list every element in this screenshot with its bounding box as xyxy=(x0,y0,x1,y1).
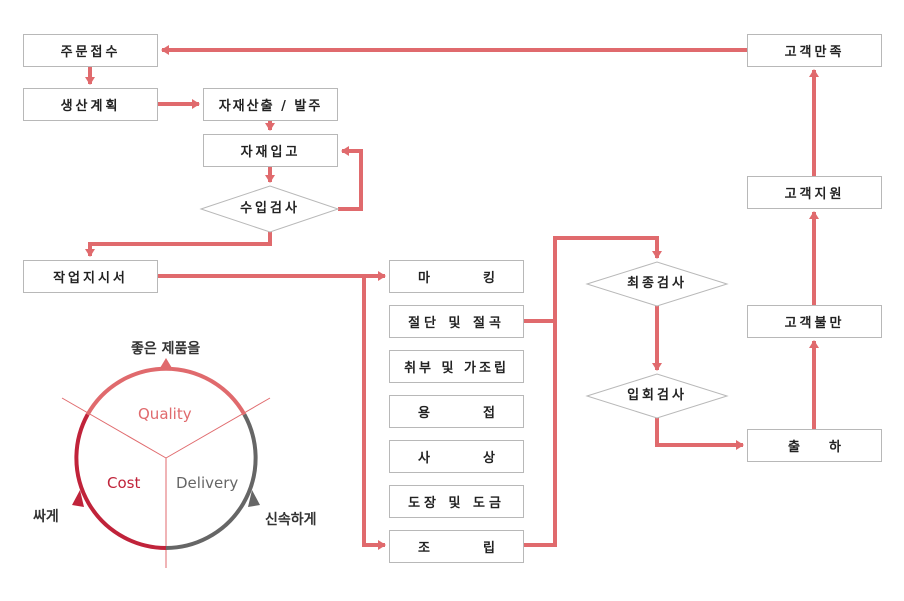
arrow-workorder-to-assembly xyxy=(362,276,386,550)
qcd-delivery-caption: 신속하게 xyxy=(265,512,317,528)
qcd-arrowhead-delivery xyxy=(248,490,260,507)
qcd-divider-left xyxy=(61,397,167,459)
step-welding-right: 접 xyxy=(483,406,495,421)
step-tacking-box: 취부 및 가조립 xyxy=(389,350,524,383)
qcd-quality-label: Quality xyxy=(138,405,192,423)
final-inspection-diamond xyxy=(585,261,729,307)
step-cutting-label: 절단 및 절곡 xyxy=(408,316,505,331)
arrow-assembly-to-final xyxy=(523,236,662,547)
step-grinding-left: 사 xyxy=(418,451,430,466)
qcd-arc-delivery xyxy=(165,413,258,550)
customer-complaint-label: 고객불만 xyxy=(784,316,845,331)
customer-satisfaction-label: 고객만족 xyxy=(784,45,845,60)
qcd-diagram xyxy=(61,358,271,568)
work-order-label: 작업지시서 xyxy=(53,271,128,286)
qcd-quality-caption: 좋은 제품을 xyxy=(131,341,201,357)
step-assembly-right: 립 xyxy=(483,541,495,556)
step-grinding-right: 상 xyxy=(483,451,495,466)
customer-support-label: 고객지원 xyxy=(784,187,845,202)
qcd-arc-quality xyxy=(85,366,247,416)
arrow-witness-to-shipping xyxy=(655,418,744,450)
material-in-box: 자재입고 xyxy=(203,134,338,167)
step-marking-box: 마 킹 xyxy=(389,260,524,293)
order-receipt-box: 주문접수 xyxy=(23,34,158,67)
step-marking-right: 킹 xyxy=(483,271,495,286)
witness-inspection-diamond xyxy=(585,373,729,419)
step-marking-left: 마 xyxy=(418,271,430,286)
qcd-cost-caption: 싸게 xyxy=(33,509,59,525)
shipping-box: 출 하 xyxy=(747,429,882,462)
step-tacking-label: 취부 및 가조립 xyxy=(404,361,509,376)
arrow-inspection-loop xyxy=(338,146,363,211)
step-cutting-box: 절단 및 절곡 xyxy=(389,305,524,338)
step-painting-label: 도장 및 도금 xyxy=(408,496,505,511)
qcd-arc-cost xyxy=(74,413,167,550)
step-assembly-left: 조 xyxy=(418,541,430,556)
incoming-inspection-diamond xyxy=(199,185,340,233)
step-assembly-box: 조 립 xyxy=(389,530,524,563)
production-plan-label: 생산계획 xyxy=(60,99,121,114)
step-grinding-box: 사 상 xyxy=(389,440,524,473)
customer-satisfaction-box: 고객만족 xyxy=(747,34,882,67)
production-plan-box: 생산계획 xyxy=(23,88,158,121)
step-welding-left: 용 xyxy=(418,406,430,421)
witness-inspection-label: 입회검사 xyxy=(627,388,687,403)
material-calc-label: 자재산출 / 발주 xyxy=(218,99,323,114)
arrow-inspection-to-workorder xyxy=(85,232,272,257)
step-painting-box: 도장 및 도금 xyxy=(389,485,524,518)
qcd-cost-label: Cost xyxy=(107,474,141,492)
step-welding-box: 용 접 xyxy=(389,395,524,428)
incoming-inspection-label: 수입검사 xyxy=(240,201,300,216)
customer-complaint-box: 고객불만 xyxy=(747,305,882,338)
material-calc-box: 자재산출 / 발주 xyxy=(203,88,338,121)
qcd-arrowhead-cost xyxy=(72,490,84,507)
customer-support-box: 고객지원 xyxy=(747,176,882,209)
work-order-box: 작업지시서 xyxy=(23,260,158,293)
shipping-left: 출 xyxy=(788,440,800,455)
material-in-label: 자재입고 xyxy=(240,145,301,160)
qcd-divider-right xyxy=(165,397,271,459)
qcd-arrowhead-quality xyxy=(160,358,172,368)
final-inspection-label: 최종검사 xyxy=(627,276,687,291)
qcd-delivery-label: Delivery xyxy=(176,474,239,492)
order-receipt-label: 주문접수 xyxy=(60,45,121,60)
shipping-right: 하 xyxy=(829,440,841,455)
